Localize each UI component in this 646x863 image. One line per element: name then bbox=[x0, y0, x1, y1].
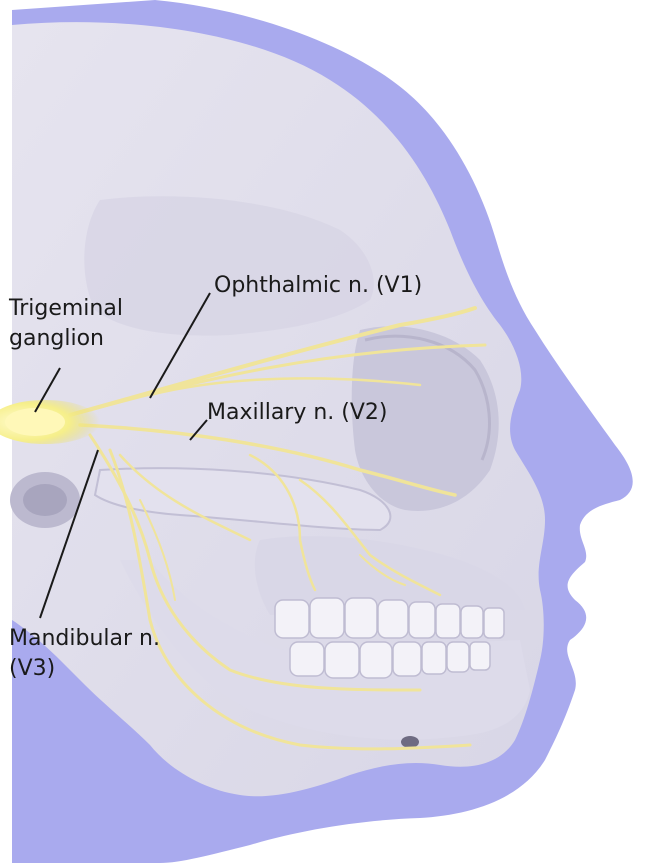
trigeminal-ganglion-label-line2: ganglion bbox=[9, 324, 123, 354]
mental-foramen bbox=[401, 736, 419, 748]
mandibular-nerve-label-line2: (V3) bbox=[9, 654, 160, 684]
ophthalmic-nerve-label: Ophthalmic n. (V1) bbox=[214, 271, 422, 301]
trigeminal-ganglion-label-line1: Trigeminal bbox=[9, 294, 123, 324]
trigeminal-ganglion-label: Trigeminal ganglion bbox=[9, 294, 123, 354]
mandibular-nerve-label-line1: Mandibular n. bbox=[9, 624, 160, 654]
meatus-inner bbox=[23, 484, 67, 516]
mandibular-nerve-label: Mandibular n. (V3) bbox=[9, 624, 160, 684]
ganglion-core bbox=[5, 408, 65, 436]
maxillary-nerve-label: Maxillary n. (V2) bbox=[207, 398, 388, 428]
